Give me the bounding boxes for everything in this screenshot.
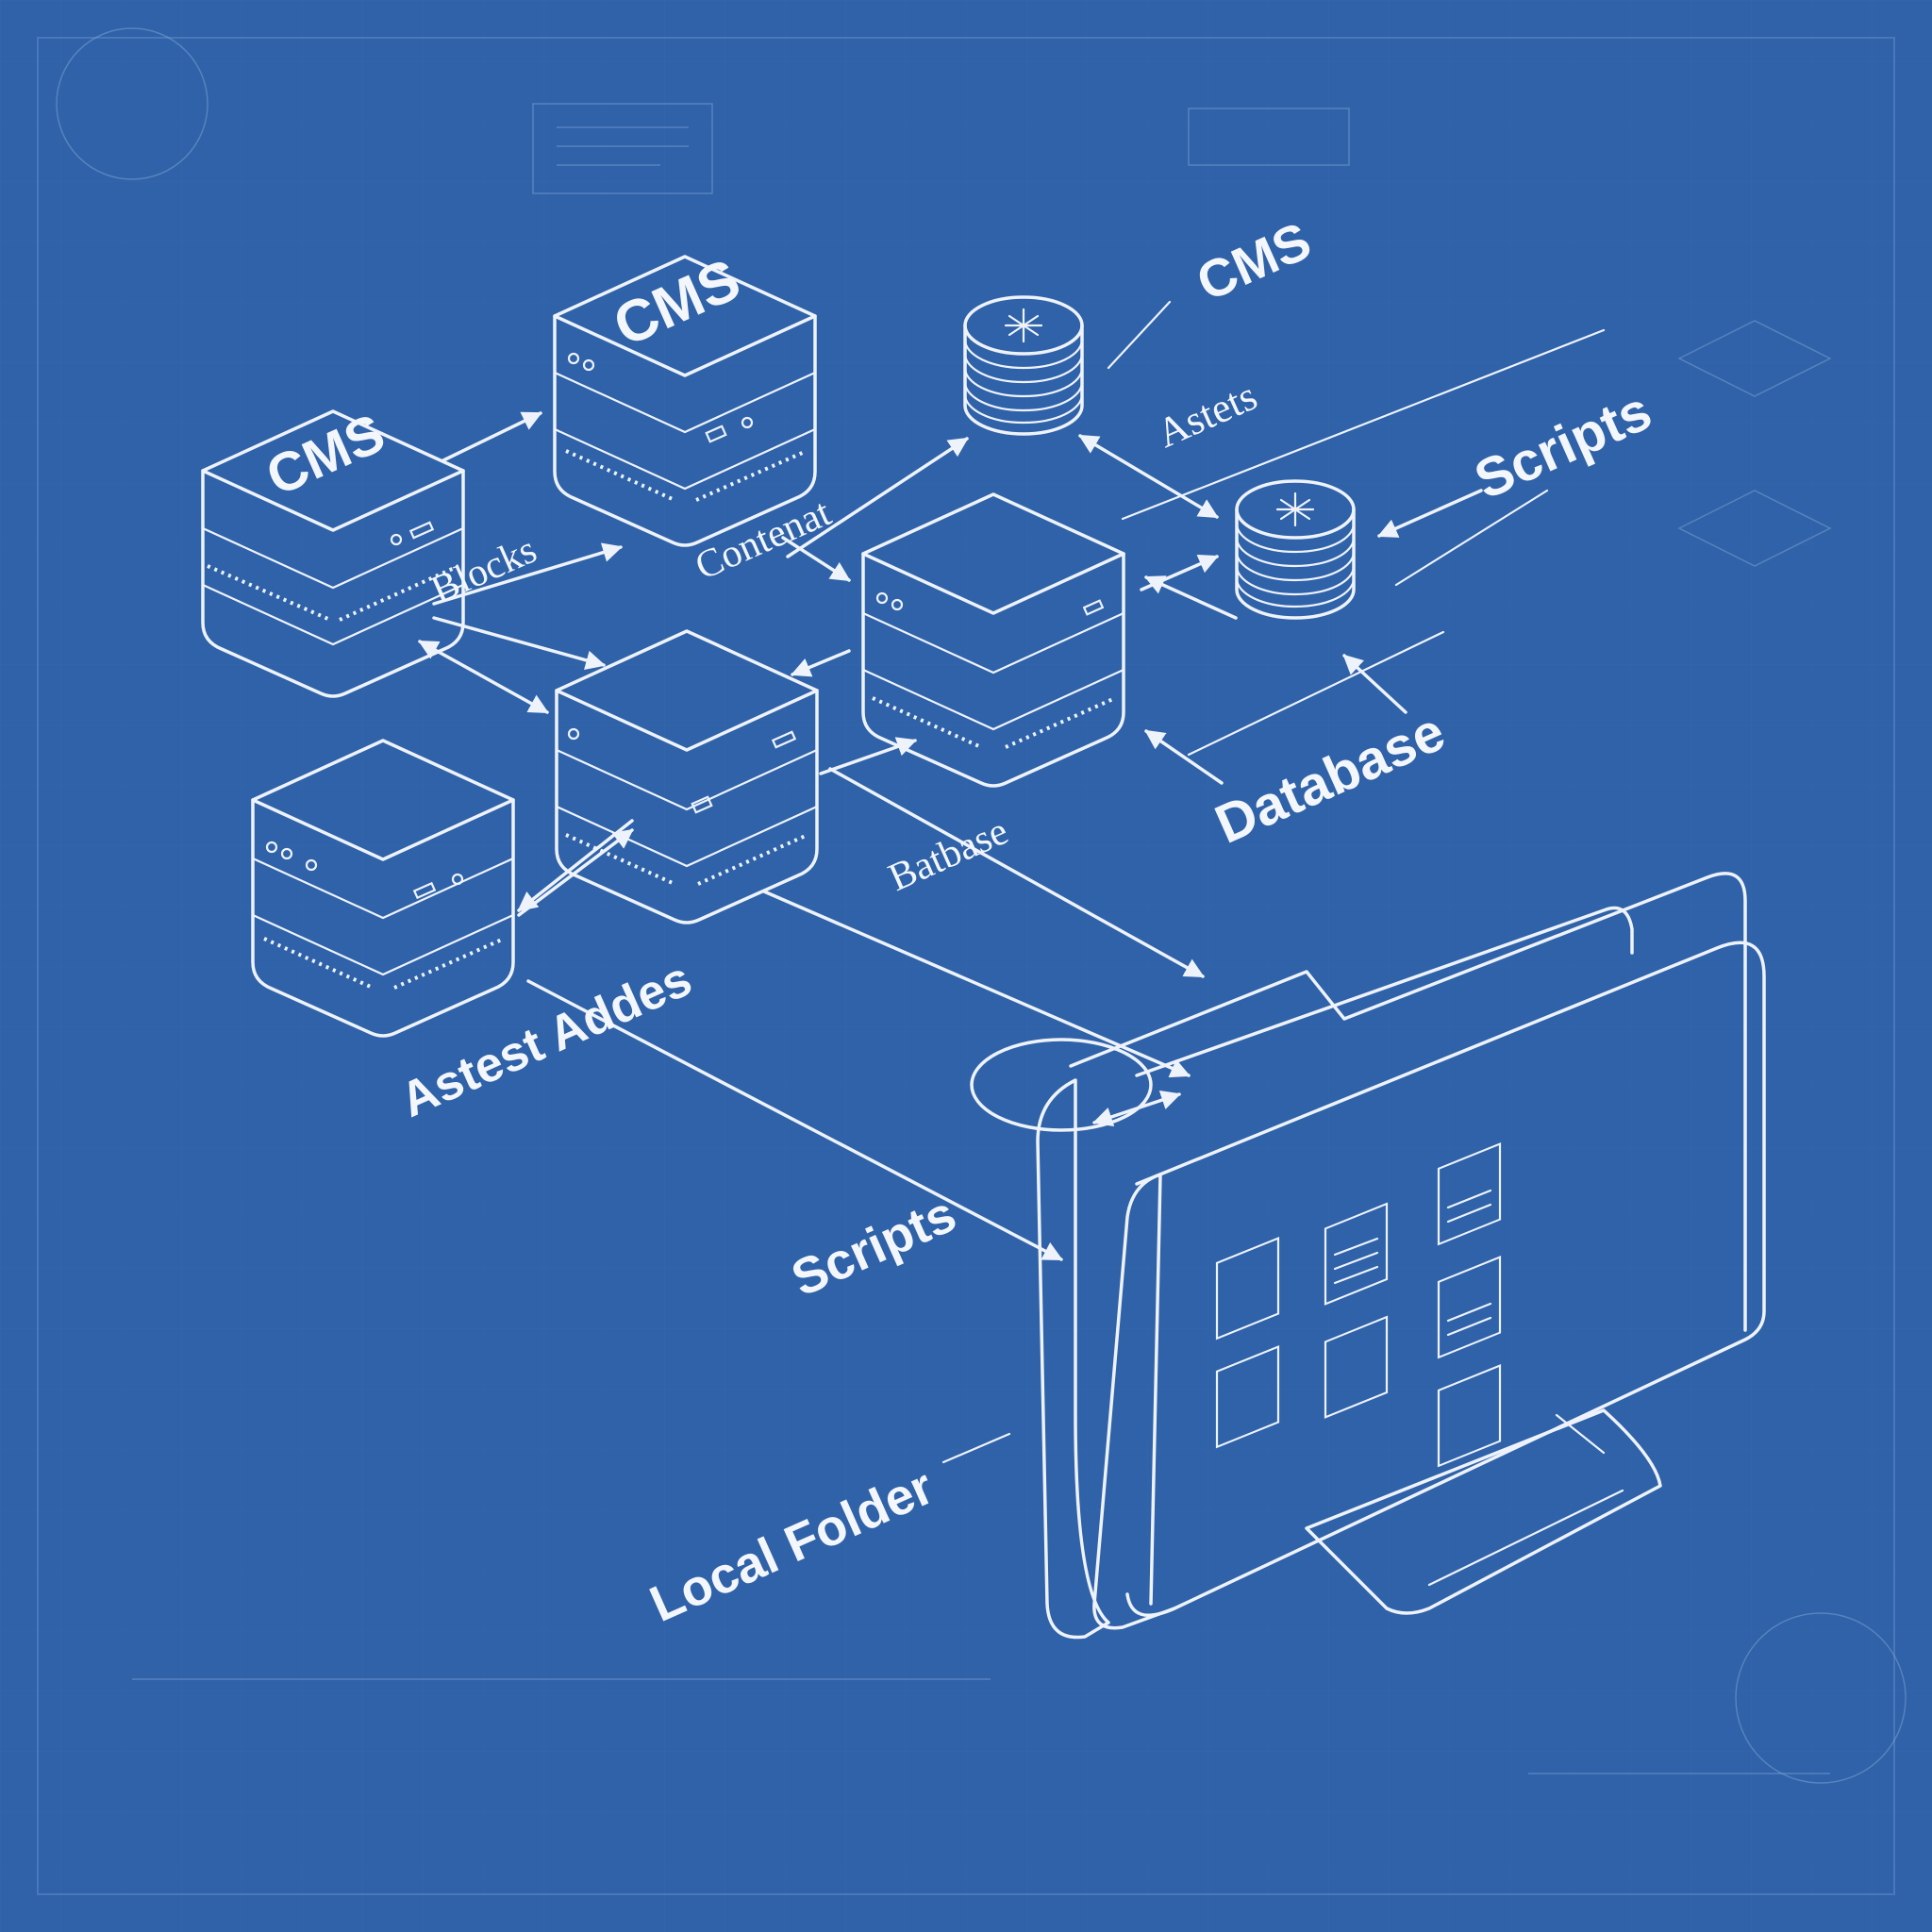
local-folder-monitor	[1036, 872, 1766, 1640]
frame-border	[37, 37, 1895, 1895]
server-bottom-left	[251, 739, 515, 1038]
server-right	[861, 492, 1125, 788]
connectors	[418, 300, 1606, 1464]
disk-stack-top	[963, 295, 1084, 436]
disk-stack-right	[1235, 479, 1356, 620]
server-center	[555, 629, 819, 924]
faint-sketches	[56, 27, 1907, 1784]
